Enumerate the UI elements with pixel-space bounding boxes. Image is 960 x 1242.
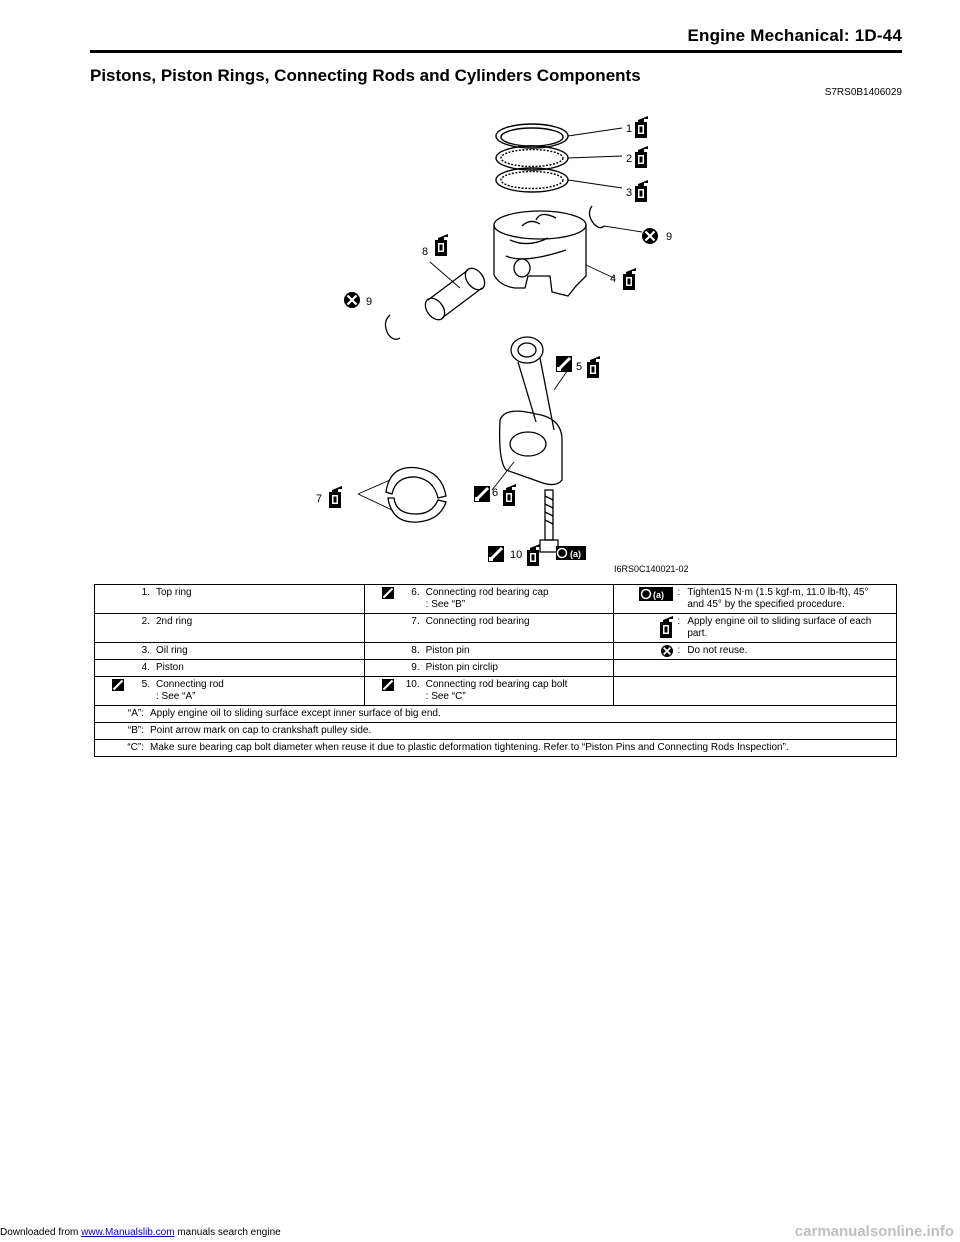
legend-text: 2nd ring	[156, 616, 193, 627]
legend-text: Do not reuse.	[687, 645, 748, 656]
legend-colon: :	[677, 645, 681, 656]
legend-row: 3. Oil ring 8. Piston pin : Do not reuse.	[94, 642, 897, 660]
page-header-title: Engine Mechanical: 1D-44	[687, 26, 902, 45]
precision-icon	[472, 484, 492, 504]
legend-text: Connecting rod bearing	[425, 616, 530, 627]
legend-row: 1. Top ring 6. Connecting rod bearing cap:…	[94, 584, 897, 614]
callout-2: 2	[626, 153, 632, 165]
legend-subtext: : See “A”	[156, 691, 196, 702]
legend-text: Piston pin	[425, 645, 470, 656]
oil-can-icon	[623, 268, 636, 290]
note-text: Point arrow mark on cap to crankshaft pu…	[150, 725, 372, 736]
footer-prefix: Downloaded from	[0, 1227, 79, 1238]
legend-note-row: “B”: Point arrow mark on cap to crankshaf…	[94, 722, 897, 740]
legend-num: 3.	[141, 645, 150, 656]
callout-8: 8	[422, 246, 428, 258]
legend-num: 1.	[141, 587, 150, 598]
note-text: Make sure bearing cap bolt diameter when…	[150, 742, 789, 753]
footer-suffix: manuals search engine	[174, 1227, 281, 1238]
legend-text: Apply engine oil to sliding surface of e…	[687, 616, 872, 627]
callout-4: 4	[610, 273, 616, 285]
note-key: “B”:	[127, 725, 144, 736]
piston-pin	[424, 267, 486, 321]
legend-subtext: : See “B”	[425, 599, 466, 610]
legend-text: Tighten15 N⋅m (1.5 kgf-m, 11.0 lb-ft), 4…	[687, 587, 869, 598]
torque-icon: (a)	[556, 546, 586, 560]
oil-can-icon	[635, 116, 648, 138]
piston-pin-circlips	[384, 205, 605, 340]
do-not-reuse-icon	[342, 290, 362, 310]
legend-subtext: and 45° by the specified procedure.	[687, 599, 845, 610]
oil-can-icon	[527, 544, 540, 566]
callout-3: 3	[626, 187, 632, 199]
legend-text: Connecting rod bearing cap bolt	[425, 679, 568, 690]
note-key: “A”:	[127, 708, 144, 719]
piston-rings	[495, 123, 569, 193]
legend-row: 4. Piston 9. Piston pin circlip	[94, 659, 897, 677]
legend-num: 8.	[411, 645, 420, 656]
legend-note-row: “C”: Make sure bearing cap bolt diameter …	[94, 739, 897, 757]
precision-icon	[368, 587, 398, 599]
legend-num: 7.	[411, 616, 420, 627]
oil-can-icon	[635, 146, 648, 168]
section-code: S7RS0B1406029	[824, 87, 902, 98]
legend-num: 5.	[141, 679, 150, 690]
legend-colon: :	[677, 587, 681, 598]
legend-num: 4.	[141, 662, 150, 673]
do-not-reuse-icon	[640, 226, 660, 246]
callout-9a: 9	[666, 231, 672, 243]
legend-table: 1. Top ring 6. Connecting rod bearing cap:…	[94, 584, 897, 757]
callout-1: 1	[626, 123, 632, 135]
piston	[493, 210, 587, 297]
manualslib-link[interactable]: www.Manualslib.com	[81, 1227, 175, 1238]
legend-text: Oil ring	[156, 645, 188, 656]
legend-text: Top ring	[156, 587, 192, 598]
legend-text: Connecting rod	[156, 679, 224, 690]
callout-7: 7	[316, 493, 322, 505]
cap-bolt	[539, 489, 559, 553]
do-not-reuse-icon	[617, 645, 677, 657]
note-text: Apply engine oil to sliding surface exce…	[150, 708, 441, 719]
precision-icon	[554, 354, 574, 374]
legend-row: 2. 2nd ring 7. Connecting rod bearing : App…	[94, 613, 897, 643]
components-exploded-figure: 1 2 3 4 5 6 7 8 9 9 10 (a)	[300, 100, 720, 580]
torque-badge-label: (a)	[653, 590, 664, 600]
legend-num: 10.	[405, 679, 420, 690]
precision-icon	[486, 544, 506, 564]
legend-subtext: : See “C”	[425, 691, 466, 702]
legend-subtext: part.	[687, 628, 708, 639]
section-title: Pistons, Piston Rings, Connecting Rods a…	[90, 66, 641, 85]
note-key: “C”:	[127, 742, 144, 753]
callout-10: 10	[510, 549, 522, 561]
connecting-rod	[498, 336, 563, 486]
torque-icon: (a)	[617, 587, 677, 601]
legend-num: 6.	[411, 587, 420, 598]
callout-5: 5	[576, 361, 582, 373]
legend-text: Piston	[156, 662, 184, 673]
oil-can-icon	[435, 234, 448, 256]
connecting-rod-bearing	[385, 466, 447, 523]
oil-can-icon	[503, 484, 516, 506]
legend-text: Connecting rod bearing cap	[425, 587, 549, 598]
oil-can-icon	[635, 180, 648, 202]
callout-9b: 9	[366, 296, 372, 308]
precision-icon	[98, 679, 128, 691]
oil-can-icon	[617, 616, 677, 638]
figure-code: I6RS0C140021-02	[614, 564, 689, 574]
legend-row: 5. Connecting rod: See “A” 10. Connecting …	[94, 676, 897, 706]
legend-note-row: “A”: Apply engine oil to sliding surface …	[94, 705, 897, 723]
legend-text: Piston pin circlip	[425, 662, 498, 673]
torque-badge-label: (a)	[570, 549, 581, 559]
legend-num: 2.	[141, 616, 150, 627]
download-footer: Downloaded from www.Manualslib.com manua…	[0, 1227, 281, 1238]
watermark: carmanualsonline.info	[794, 1223, 954, 1240]
legend-num: 9.	[411, 662, 420, 673]
callout-6: 6	[492, 487, 498, 499]
header-rule	[90, 50, 902, 53]
legend-colon: :	[677, 616, 681, 627]
oil-can-icon	[587, 356, 600, 378]
precision-icon	[368, 679, 398, 691]
oil-can-icon	[329, 486, 342, 508]
